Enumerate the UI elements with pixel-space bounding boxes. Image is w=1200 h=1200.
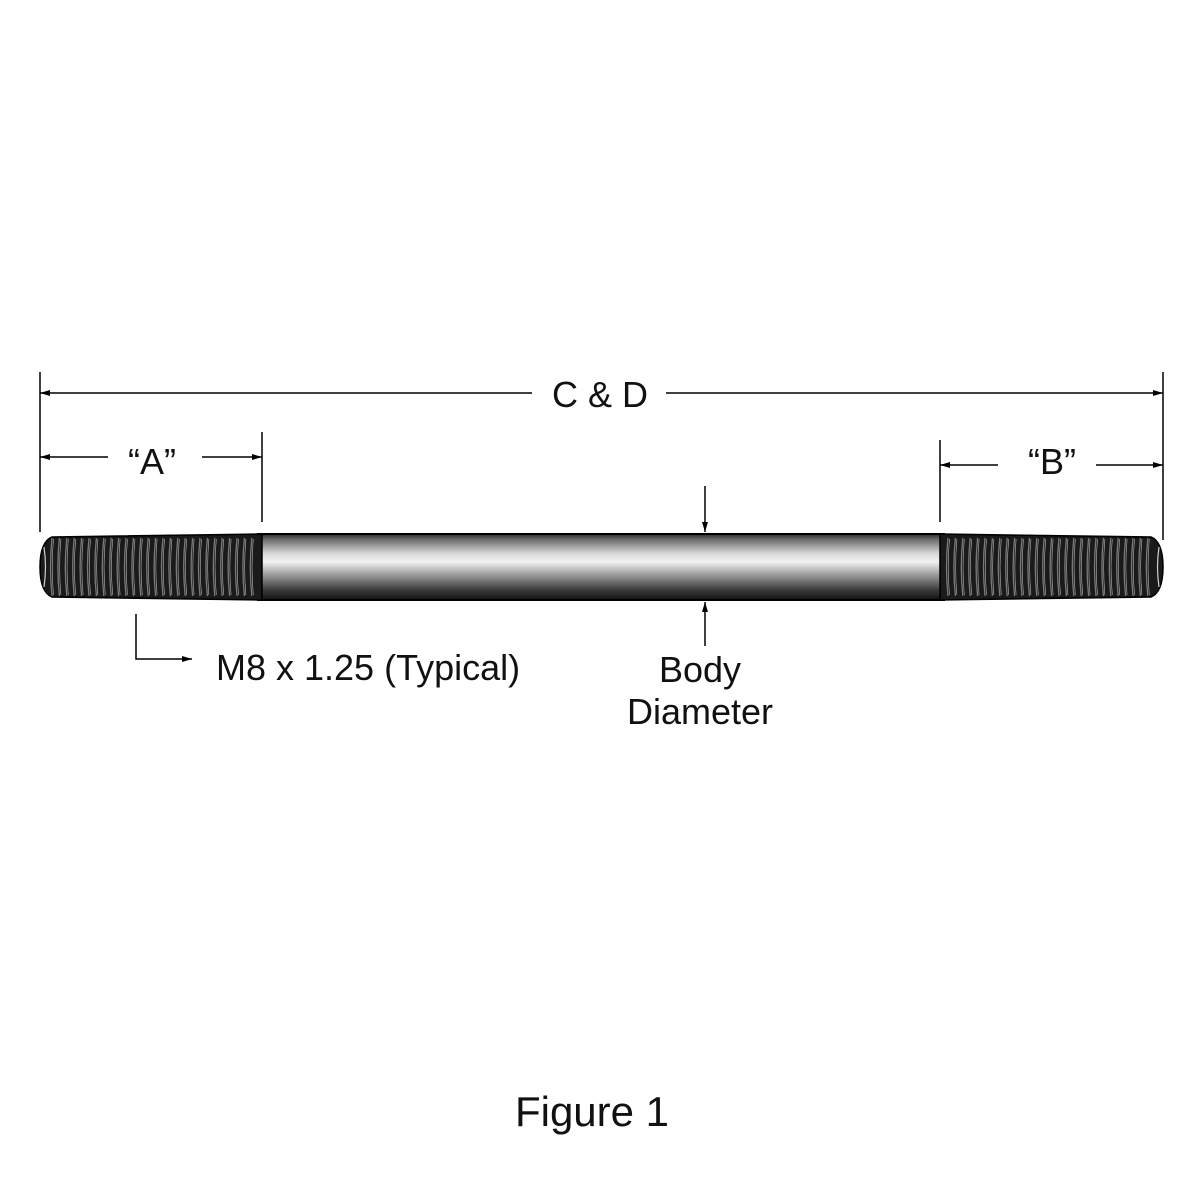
left-threaded-section — [39, 533, 263, 601]
body-diameter-label-line1: Body — [659, 649, 741, 690]
body-diameter-label-line2: Diameter — [627, 691, 773, 732]
figure-caption: Figure 1 — [515, 1088, 669, 1135]
right-thread-crests — [945, 537, 1150, 597]
stud-body — [257, 533, 945, 601]
thread-spec-label: M8 x 1.25 (Typical) — [216, 647, 520, 688]
thread-spec-leader — [135, 614, 192, 662]
dimension-label-b: “B” — [1028, 441, 1076, 482]
right-threaded-section — [939, 533, 1164, 601]
left-thread-crests — [49, 537, 254, 597]
dimension-label-a: “A” — [128, 441, 176, 482]
dimension-label-c-d: C & D — [552, 374, 648, 415]
